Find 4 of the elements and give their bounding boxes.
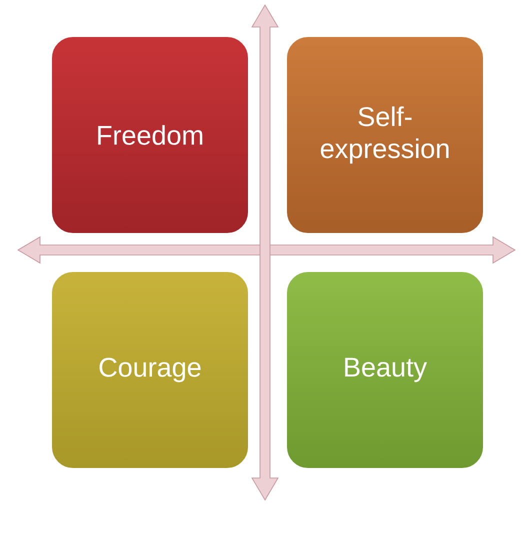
rounded-box: Freedom <box>50 35 250 235</box>
rounded-box: Beauty <box>285 270 485 470</box>
rounded-box: Courage <box>50 270 250 470</box>
rounded-box: Self-expression <box>285 35 485 235</box>
